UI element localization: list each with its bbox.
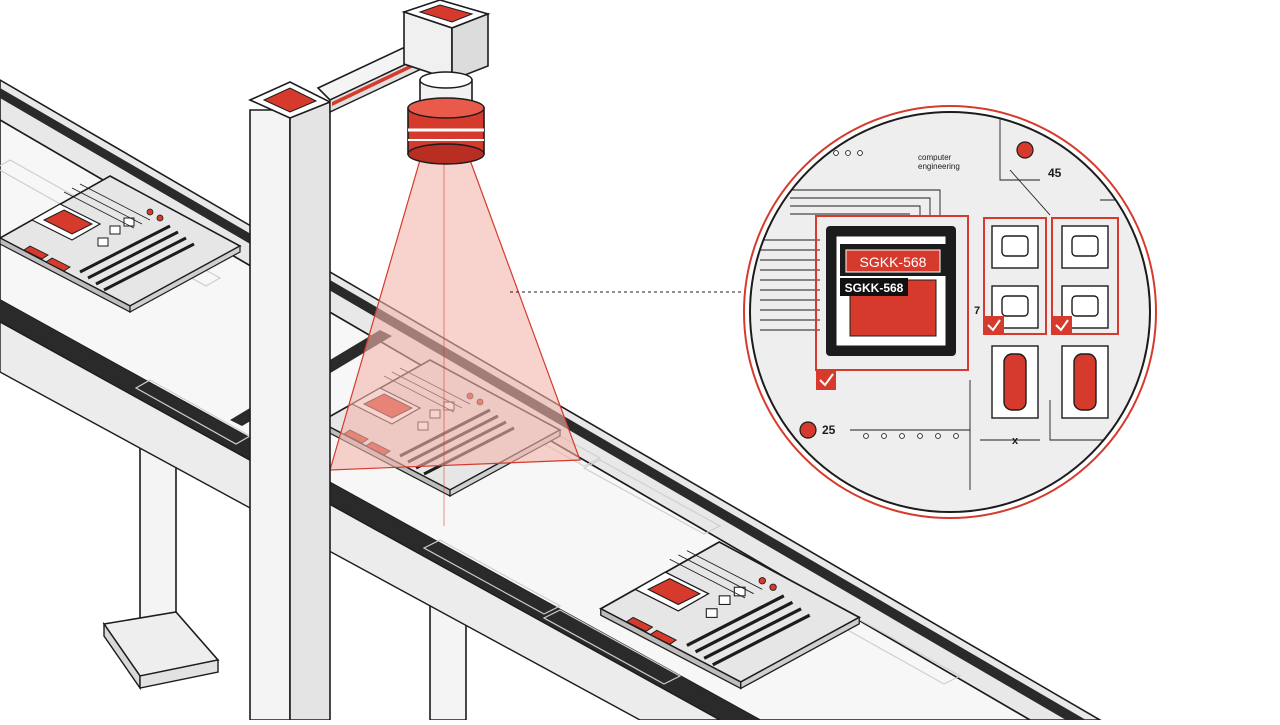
chip-marking-text: SGKK-568 — [860, 254, 927, 270]
pad-label-25: 25 — [822, 423, 836, 437]
pad-label-45: 45 — [1048, 166, 1062, 180]
pad-label-x: x — [1012, 435, 1019, 447]
checkmark-icon — [816, 370, 836, 390]
board-text-line1: computer — [918, 153, 952, 162]
checkmark-icon — [1052, 316, 1072, 334]
pad-label-7: 7 — [974, 305, 980, 317]
conveyor-support-left — [102, 429, 220, 691]
gantry-post — [248, 81, 332, 721]
chip-ocr-result: SGKK-568 — [845, 281, 904, 295]
magnifier-lens-icon: SGKK-568 SGKK-568 — [743, 105, 1157, 519]
camera-icon — [401, 0, 491, 165]
checkmark-icon — [984, 316, 1004, 334]
board-text-line2: engineering — [918, 162, 960, 171]
